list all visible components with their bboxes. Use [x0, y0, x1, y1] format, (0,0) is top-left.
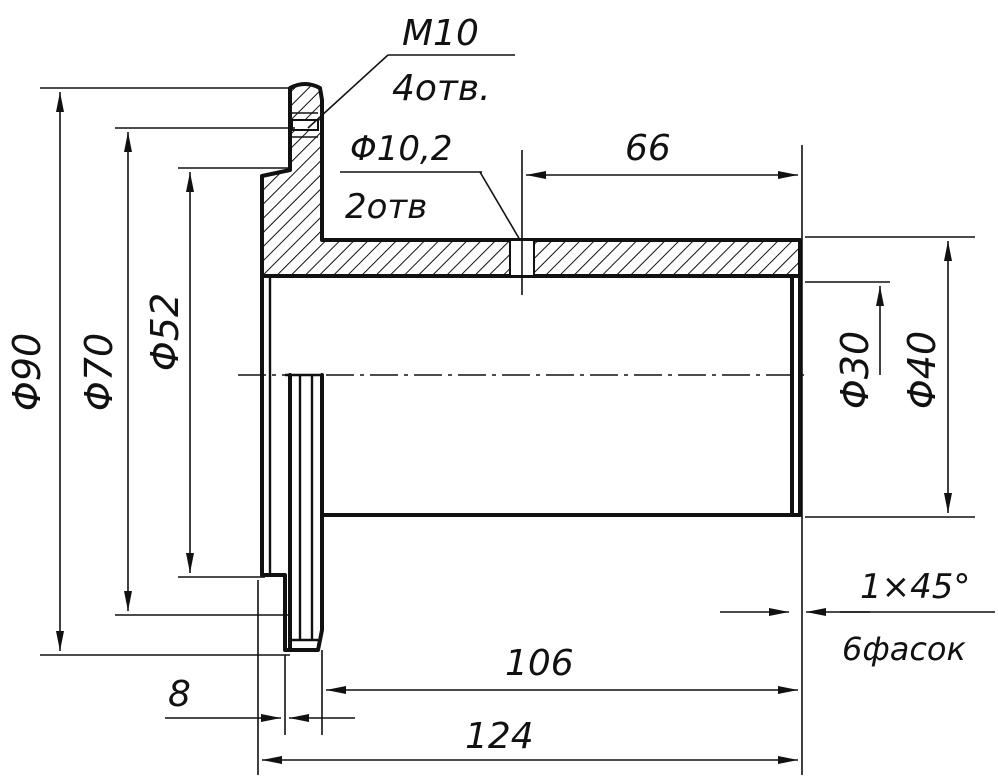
leader-m10 [307, 54, 389, 129]
dim-106-label: 106 [505, 643, 574, 684]
tube-bore-outline [260, 274, 802, 652]
dim-d90-label: Φ90 [5, 333, 49, 411]
leader-d10 [479, 171, 521, 241]
dim-d40-label: Φ40 [900, 331, 944, 409]
dim-8-label: 8 [168, 674, 191, 715]
dim-d70-label: Φ70 [77, 333, 121, 411]
hole-qty-label: 2отв [345, 187, 427, 227]
thread-qty-label: 4отв. [392, 68, 491, 109]
dim-66-label: 66 [625, 128, 671, 169]
dim-124-label: 124 [465, 716, 534, 757]
dim-d30-label: Φ30 [833, 331, 877, 409]
chamfer-qty-label: 6фасок [842, 630, 967, 668]
dim-d52-label: Φ52 [143, 293, 187, 371]
hole-diameter-label: Φ10,2 [350, 129, 452, 169]
thread-hole-mark [291, 119, 319, 131]
chamfer-size-label: 1×45° [860, 567, 970, 607]
thread-size-label: M10 [402, 13, 479, 54]
